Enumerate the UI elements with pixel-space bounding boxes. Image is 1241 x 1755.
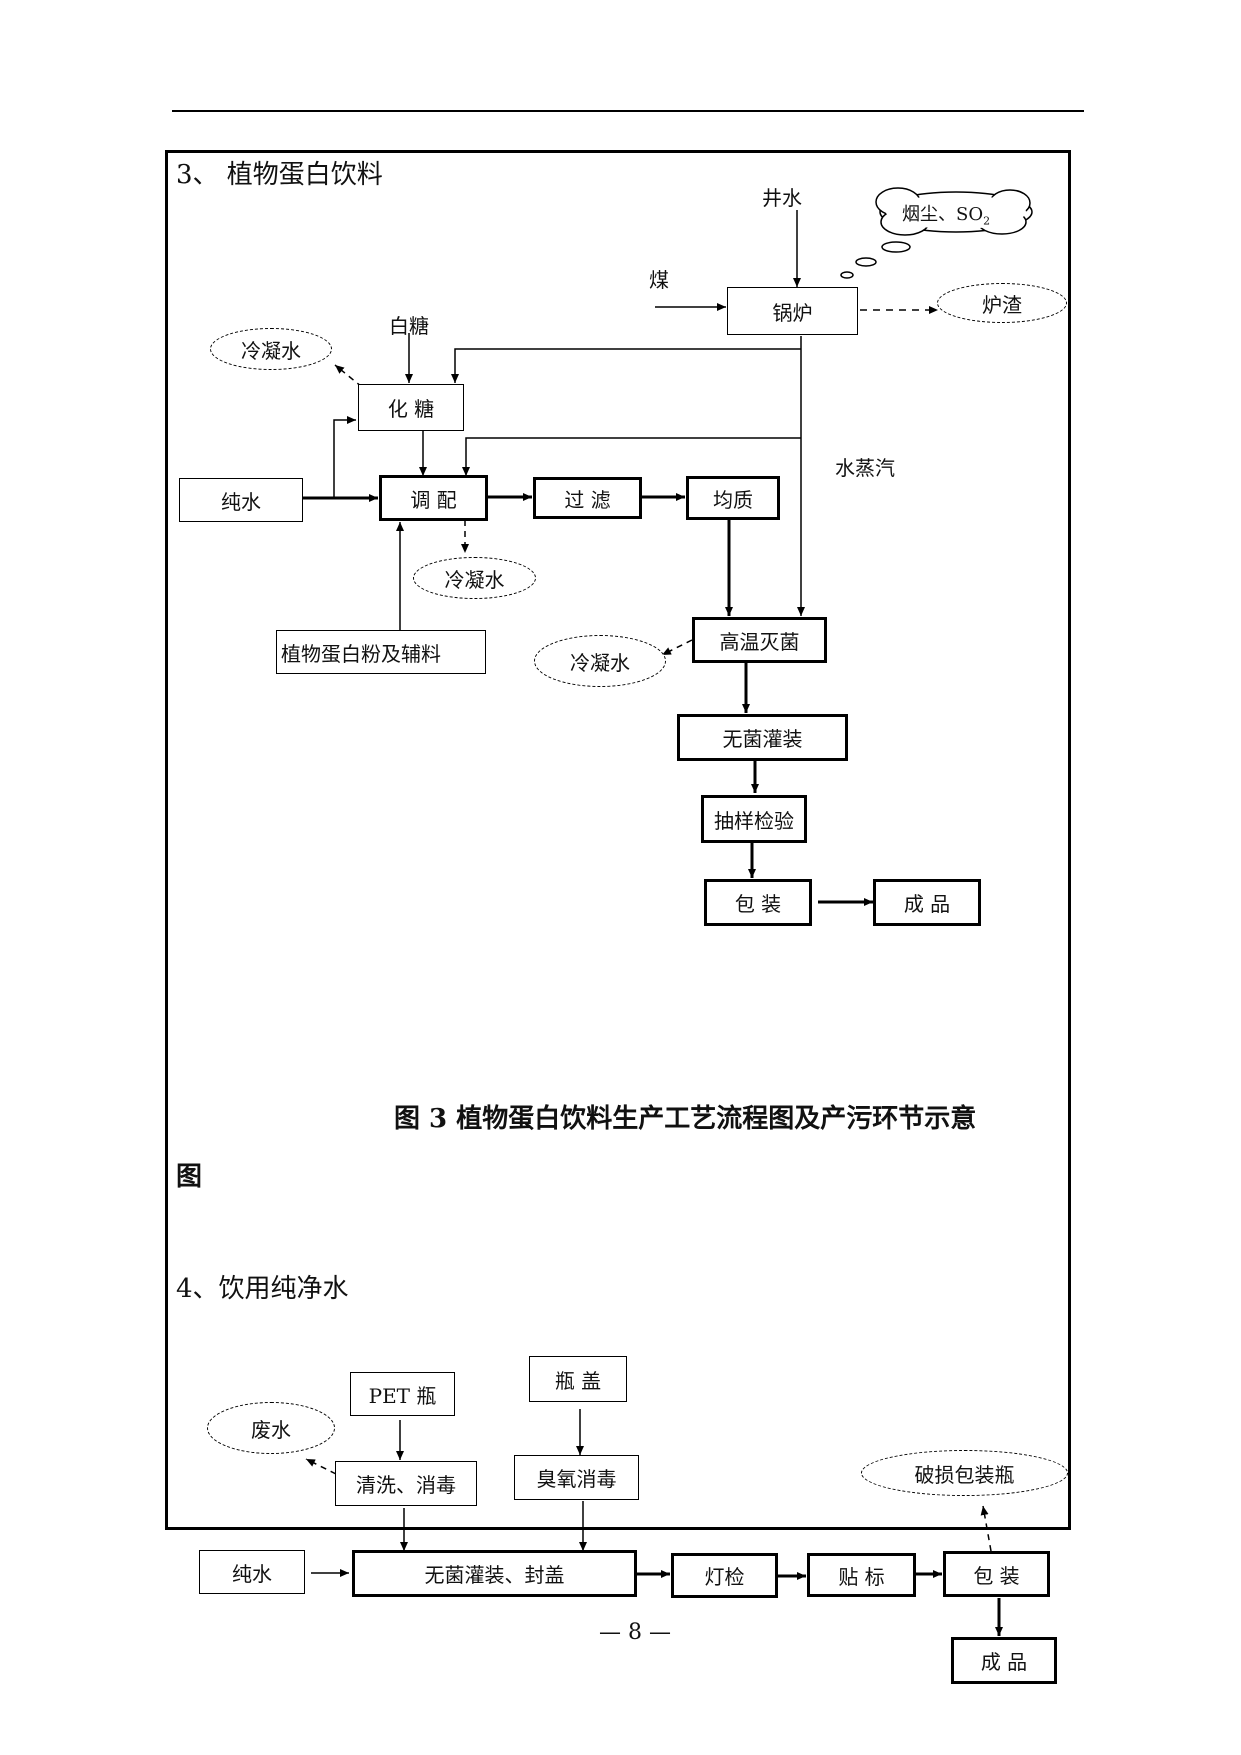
figure-3-caption: 图 3 植物蛋白饮料生产工艺流程图及产污环节示意 (394, 1104, 977, 1134)
section-4-title: 4、饮用纯净水 (176, 1274, 349, 1304)
node-blending: 调 配 (379, 475, 488, 521)
emission-slag: 炉渣 (937, 283, 1067, 323)
arrow-purewater-to-dissolve (333, 416, 356, 498)
page-number: — 8 — (599, 1620, 671, 1645)
node-product-4: 成 品 (951, 1637, 1057, 1684)
steam-branch-to-sugar (451, 348, 801, 383)
emission-broken-bottles: 破损包装瓶 (861, 1450, 1068, 1496)
node-wash-disinfect: 清洗、消毒 (335, 1461, 477, 1506)
node-labeling: 贴 标 (807, 1553, 916, 1597)
label-white-sugar: 白糖 (389, 314, 429, 338)
node-boiler: 锅炉 (727, 287, 858, 335)
arrow-sterilize-to-condensate (661, 639, 693, 656)
label-well-water: 井水 (762, 186, 802, 210)
content-frame (165, 150, 1071, 1530)
node-bottle-cap: 瓶 盖 (529, 1356, 627, 1402)
emission-condensate-dissolve: 冷凝水 (210, 328, 332, 370)
arrow-packing-to-broken (980, 1505, 992, 1552)
node-fill-cap: 无菌灌装、封盖 (352, 1550, 637, 1597)
node-aseptic-fill: 无菌灌装 (677, 714, 848, 761)
label-steam: 水蒸汽 (835, 456, 895, 480)
node-sterilize: 高温灭菌 (692, 617, 827, 663)
node-packing-3: 包 装 (704, 879, 812, 926)
steam-branch-to-blending (462, 437, 801, 476)
node-pure-water-3: 纯水 (179, 478, 303, 522)
header-rule (172, 110, 1084, 112)
node-pet-bottle: PET 瓶 (350, 1372, 455, 1416)
node-sampling: 抽样检验 (701, 795, 807, 843)
emission-condensate-sterilize: 冷凝水 (534, 635, 666, 687)
smoke-emission-label: 烟尘、SO2 (902, 204, 991, 228)
node-product-3: 成 品 (873, 879, 981, 926)
smoke-cloud-icon (840, 187, 1033, 279)
node-protein-powder: 植物蛋白粉及辅料 (276, 630, 486, 674)
section-3-title: 3、 植物蛋白饮料 (176, 160, 383, 190)
node-pure-water-4: 纯水 (199, 1550, 305, 1594)
node-light-check: 灯检 (671, 1553, 778, 1598)
node-sugar-dissolve: 化 糖 (358, 384, 464, 431)
node-packing-4: 包 装 (943, 1551, 1050, 1597)
emission-condensate-blending: 冷凝水 (413, 557, 536, 599)
arrow-wash-to-wastewater (305, 1458, 337, 1475)
node-ozone-disinfect: 臭氧消毒 (514, 1455, 639, 1500)
node-filtration: 过 滤 (533, 477, 642, 519)
figure-3-caption-cont: 图 (176, 1162, 203, 1192)
arrow-dissolve-to-condensate (334, 364, 363, 388)
node-homogenize: 均质 (686, 476, 780, 520)
label-coal: 煤 (649, 268, 669, 292)
emission-waste-water: 废水 (207, 1402, 335, 1454)
